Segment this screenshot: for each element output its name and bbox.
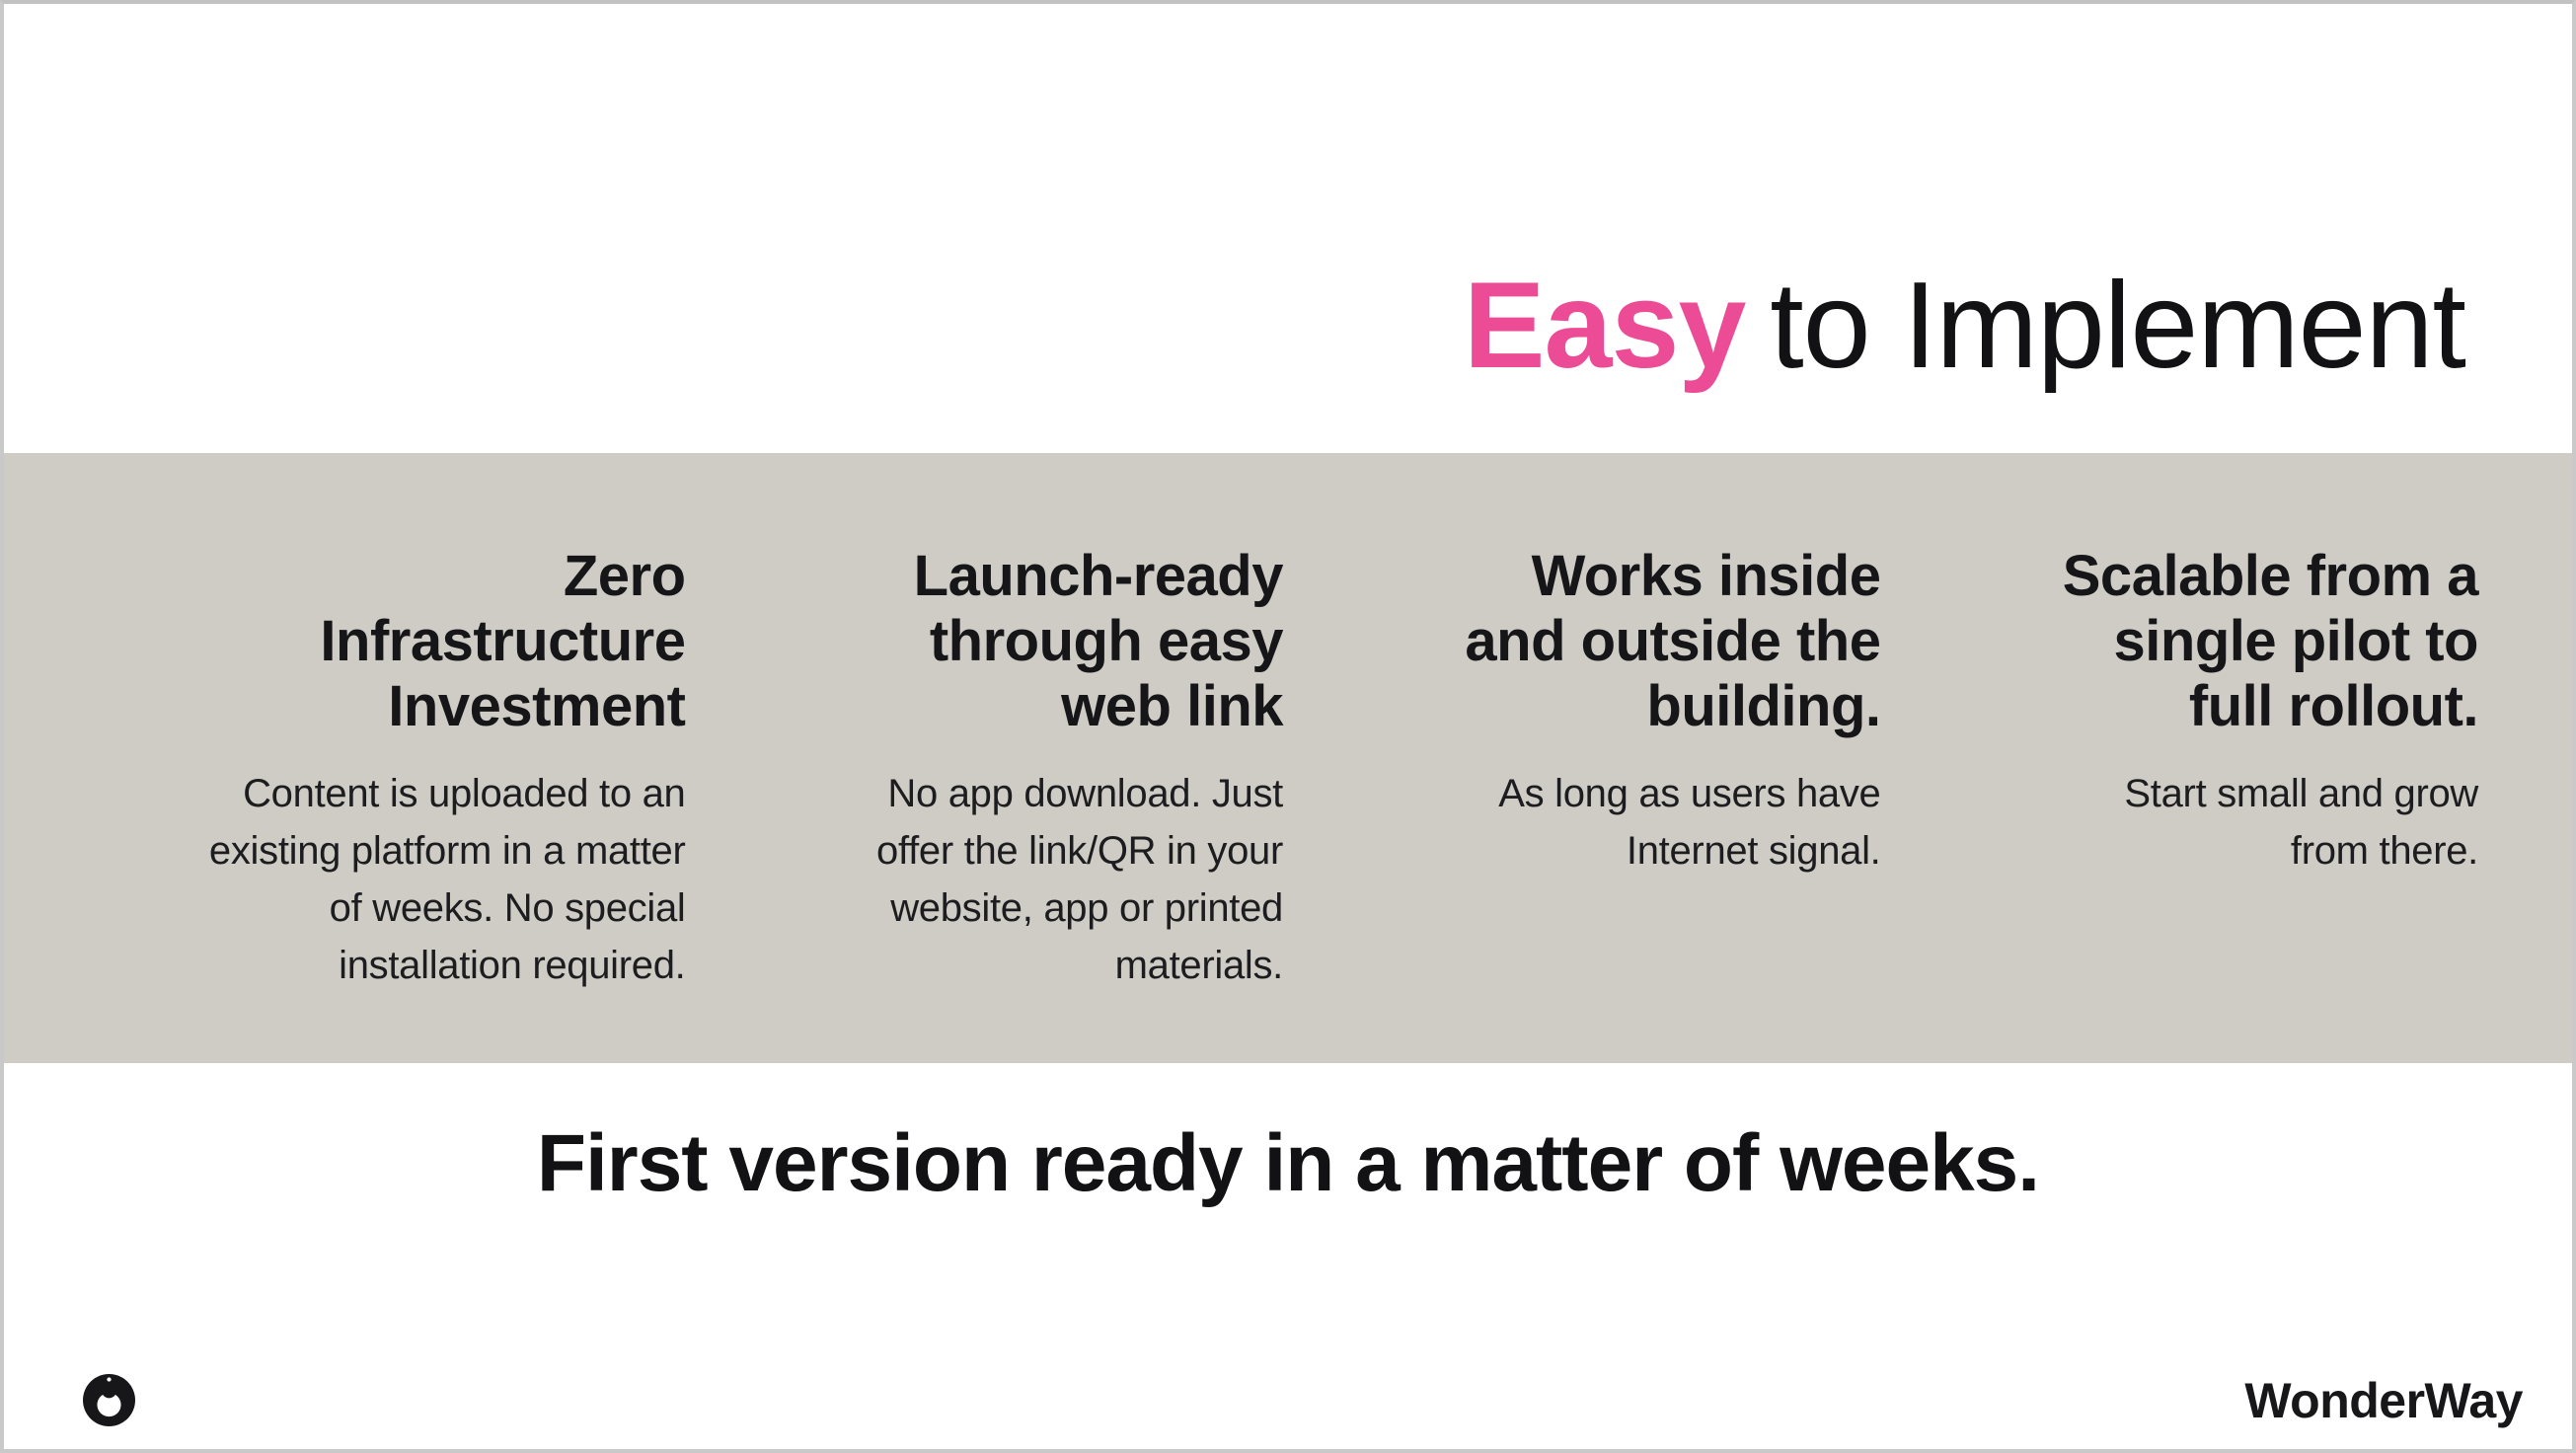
wonderway-eye-logo-icon xyxy=(83,1374,135,1426)
feature-body: As long as users have Internet signal. xyxy=(1498,772,1881,873)
feature-body: No app download. Just offer the link/QR … xyxy=(876,772,1283,987)
feature-column-launch-ready: Launch-ready through easy web link No ap… xyxy=(696,544,1284,1063)
feature-heading: Zero Infrastructure Investment xyxy=(320,544,686,738)
feature-heading: Works inside and outside the building. xyxy=(1465,544,1881,738)
feature-heading: Scalable from a single pilot to full rol… xyxy=(2062,544,2479,738)
title-rest: to Implement xyxy=(1770,258,2466,394)
brand-wordmark: WonderWay xyxy=(2244,1373,2523,1428)
feature-body: Start small and grow from there. xyxy=(2124,772,2478,873)
bottom-headline: First version ready in a matter of weeks… xyxy=(536,1118,2040,1208)
title-highlight: Easy xyxy=(1463,258,1747,394)
feature-column-infrastructure: Zero Infrastructure Investment Content i… xyxy=(98,544,686,1063)
feature-column-works-anywhere: Works inside and outside the building. A… xyxy=(1293,544,1881,1063)
feature-heading: Launch-ready through easy web link xyxy=(913,544,1284,738)
feature-body: Content is uploaded to an existing platf… xyxy=(208,772,686,987)
features-band: Zero Infrastructure Investment Content i… xyxy=(4,453,2572,1063)
feature-column-scalable: Scalable from a single pilot to full rol… xyxy=(1891,544,2479,1063)
